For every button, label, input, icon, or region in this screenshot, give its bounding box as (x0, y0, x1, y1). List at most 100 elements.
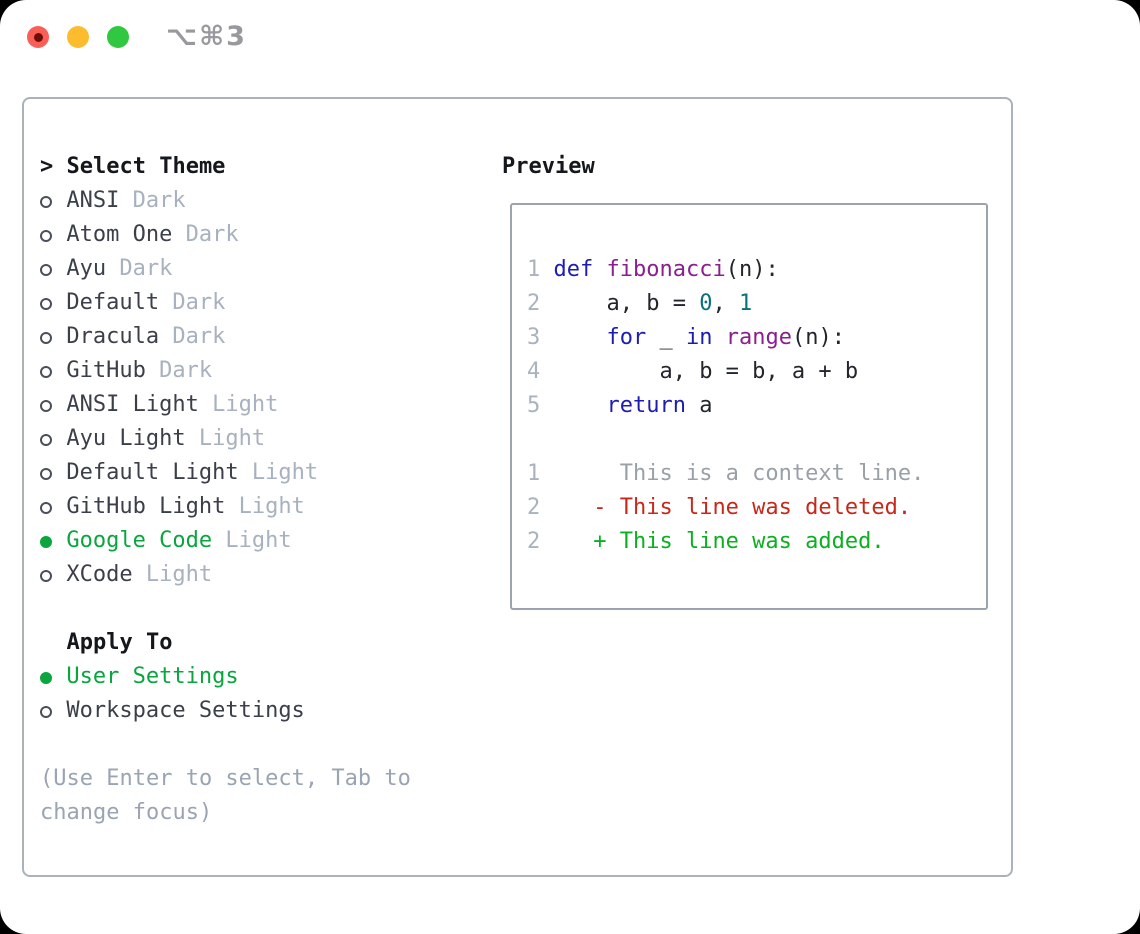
radio-icon-unselected (40, 490, 66, 524)
radio-icon-unselected (40, 694, 66, 728)
theme-option-default-dark[interactable]: Default Dark (40, 286, 411, 320)
theme-option-ayu-light[interactable]: Ayu Light Light (40, 422, 411, 456)
text-segment: Dark (132, 188, 186, 213)
theme-option-github-light[interactable]: GitHub Light Light (40, 490, 411, 524)
text-segment: Google Code (66, 528, 226, 553)
theme-option-ansi-light[interactable]: ANSI Light Light (40, 388, 411, 422)
apply-to-header: Apply To (40, 626, 411, 660)
text-segment: a (685, 393, 713, 418)
text-segment: fibonacci (606, 257, 726, 282)
text-segment (712, 325, 725, 350)
text-segment: (n): (791, 325, 845, 350)
text-segment: Light (145, 562, 213, 587)
theme-option-default-light[interactable]: Default Light Light (40, 456, 411, 490)
theme-option-github-dark[interactable]: GitHub Dark (40, 354, 411, 388)
spacer (40, 728, 411, 762)
text-segment: 1 (527, 257, 554, 282)
theme-option-atom-one-dark[interactable]: Atom One Dark (40, 218, 411, 252)
close-button[interactable] (27, 26, 49, 48)
radio-icon-unselected (40, 456, 66, 490)
text-segment: 5 (527, 393, 554, 418)
text-segment: 3 (527, 325, 554, 350)
diff-line-context: 1 This is a context line. (527, 457, 924, 491)
radio-icon-unselected (40, 354, 66, 388)
code-line-4: 4 a, b = b, a + b (527, 355, 924, 389)
text-segment: Light (225, 528, 292, 553)
text-segment: ANSI (66, 188, 133, 213)
text-segment: 2 (527, 291, 554, 316)
text-segment: ANSI Light (66, 392, 213, 417)
preview-title: Preview (502, 154, 595, 179)
text-segment: GitHub Light (66, 494, 239, 519)
text-segment: in (685, 325, 713, 350)
text-segment: GitHub (66, 358, 160, 383)
text-segment: + This line was added. (553, 529, 885, 554)
text-segment: (Use Enter to select, Tab to (40, 766, 411, 791)
text-segment (554, 393, 607, 418)
text-segment: _ (646, 325, 686, 350)
radio-icon-unselected (40, 218, 66, 252)
text-segment: a, b = (553, 291, 700, 316)
zoom-button[interactable] (107, 26, 129, 48)
text-segment: Dark (119, 256, 173, 281)
text-segment: range (725, 325, 792, 350)
minimize-button[interactable] (67, 26, 89, 48)
text-segment: Workspace Settings (66, 698, 305, 723)
text-segment: 4 (527, 359, 554, 384)
text-segment (593, 257, 606, 282)
text-segment: Ayu Light (66, 426, 199, 451)
text-segment: Ayu (66, 256, 120, 281)
apply-option-user-settings[interactable]: User Settings (40, 660, 411, 694)
text-segment: 0 (699, 291, 713, 316)
text-segment: Atom One (66, 222, 186, 247)
preview-panel: 1 def fibonacci(n): 2 a, b = 0, 1 3 for … (510, 203, 988, 610)
text-segment: (n): (725, 257, 779, 282)
text-segment: 2 (527, 495, 554, 520)
radio-icon-unselected (40, 252, 66, 286)
text-segment: 2 (527, 529, 554, 554)
spacer (40, 592, 411, 626)
text-segment: Dark (159, 358, 213, 383)
radio-icon-unselected (40, 286, 66, 320)
text-segment: Dracula (66, 324, 173, 349)
theme-list: > Select Theme ANSI Dark Atom One Dark A… (40, 150, 411, 830)
text-segment: return (606, 393, 686, 418)
code-line-2: 2 a, b = 0, 1 (527, 287, 924, 321)
text-segment: XCode (66, 562, 146, 587)
diff-line-added: 2 + This line was added. (527, 525, 924, 559)
window-title: ⌥⌘3 (166, 21, 247, 52)
close-button-dot (33, 32, 43, 42)
spacer (527, 423, 924, 457)
text-segment: Dark (185, 222, 239, 247)
theme-option-xcode-light[interactable]: XCode Light (40, 558, 411, 592)
theme-option-ayu-dark[interactable]: Ayu Dark (40, 252, 411, 286)
radio-icon-unselected (40, 422, 66, 456)
radio-icon-unselected (40, 388, 66, 422)
theme-picker-panel: > Select Theme ANSI Dark Atom One Dark A… (22, 97, 1013, 877)
theme-option-google-code[interactable]: Google Code Light (40, 524, 411, 558)
text-segment: Dark (172, 324, 226, 349)
code-line-5: 5 return a (527, 389, 924, 423)
text-segment: def (553, 257, 594, 282)
theme-option-ansi-dark[interactable]: ANSI Dark (40, 184, 411, 218)
text-segment (554, 325, 607, 350)
text-segment: Dark (172, 290, 226, 315)
text-segment: a, b = b, a + b (553, 359, 859, 384)
text-segment: for (606, 325, 647, 350)
text-segment: This is a context line. (553, 461, 925, 486)
text-segment: Default (66, 290, 173, 315)
text-segment: 1 (527, 461, 554, 486)
text-segment: - This line was deleted. (553, 495, 912, 520)
text-segment: , (712, 291, 739, 316)
radio-icon-unselected (40, 320, 66, 354)
text-segment: 1 (738, 291, 753, 316)
radio-icon-unselected (40, 558, 66, 592)
code-line-3: 3 for _ in range(n): (527, 321, 924, 355)
theme-option-dracula-dark[interactable]: Dracula Dark (40, 320, 411, 354)
radio-icon-unselected (40, 184, 66, 218)
text-segment: > Select Theme (40, 154, 226, 179)
text-segment: User Settings (66, 664, 239, 689)
apply-option-workspace-settings[interactable]: Workspace Settings (40, 694, 411, 728)
text-segment: change focus) (40, 800, 213, 825)
